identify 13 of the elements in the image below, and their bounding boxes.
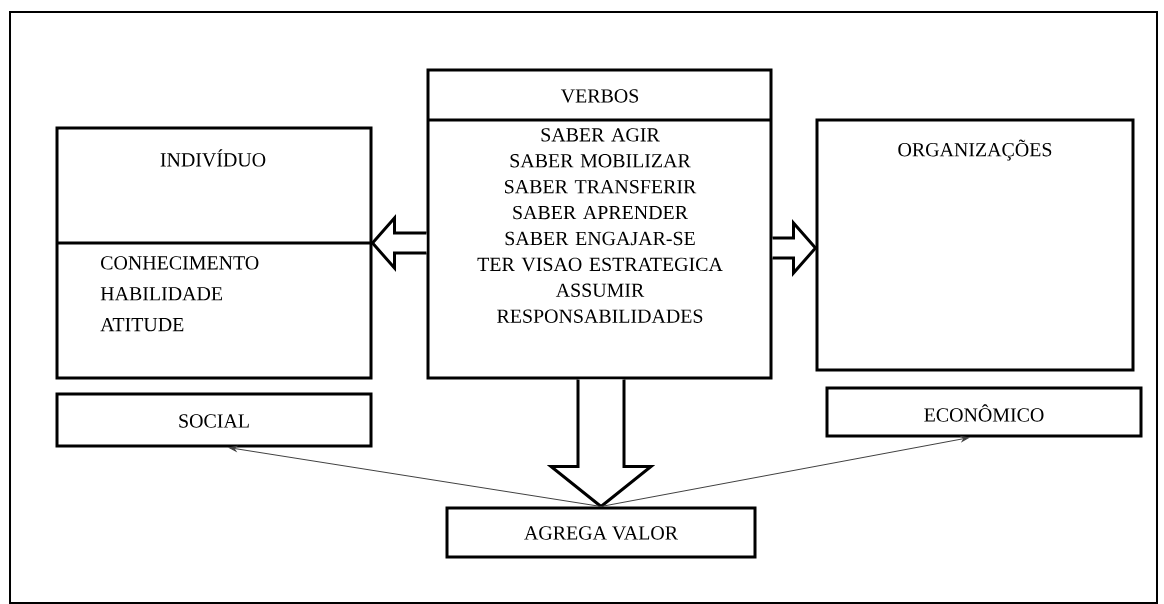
box-title: VERBOS [560,89,639,103]
box-label: AGREGA VALOR [524,526,678,540]
block-arrow [546,378,656,509]
arrow [600,436,969,507]
box-text: CONHECIMENTO HABILIDADE ATITUDE [100,256,259,332]
box-label: SOCIAL [179,414,249,428]
box-text: SABER AGIR SABER MOBILIZAR SABER TRANSFERIR SABER APRENDER SABER ENGAJAR-SE TER VISAO ESTRATEGICA ASSUMIR RESPONSABILIDADES [477,128,723,323]
block-arrow [370,214,428,272]
block-arrow [771,219,818,277]
box-title: INDIVÍDUO [160,149,266,167]
box-label: ECONÔMICO [924,404,1044,422]
box-label: ORGANIZAÇÕES [898,139,1052,161]
arrow [229,445,602,507]
